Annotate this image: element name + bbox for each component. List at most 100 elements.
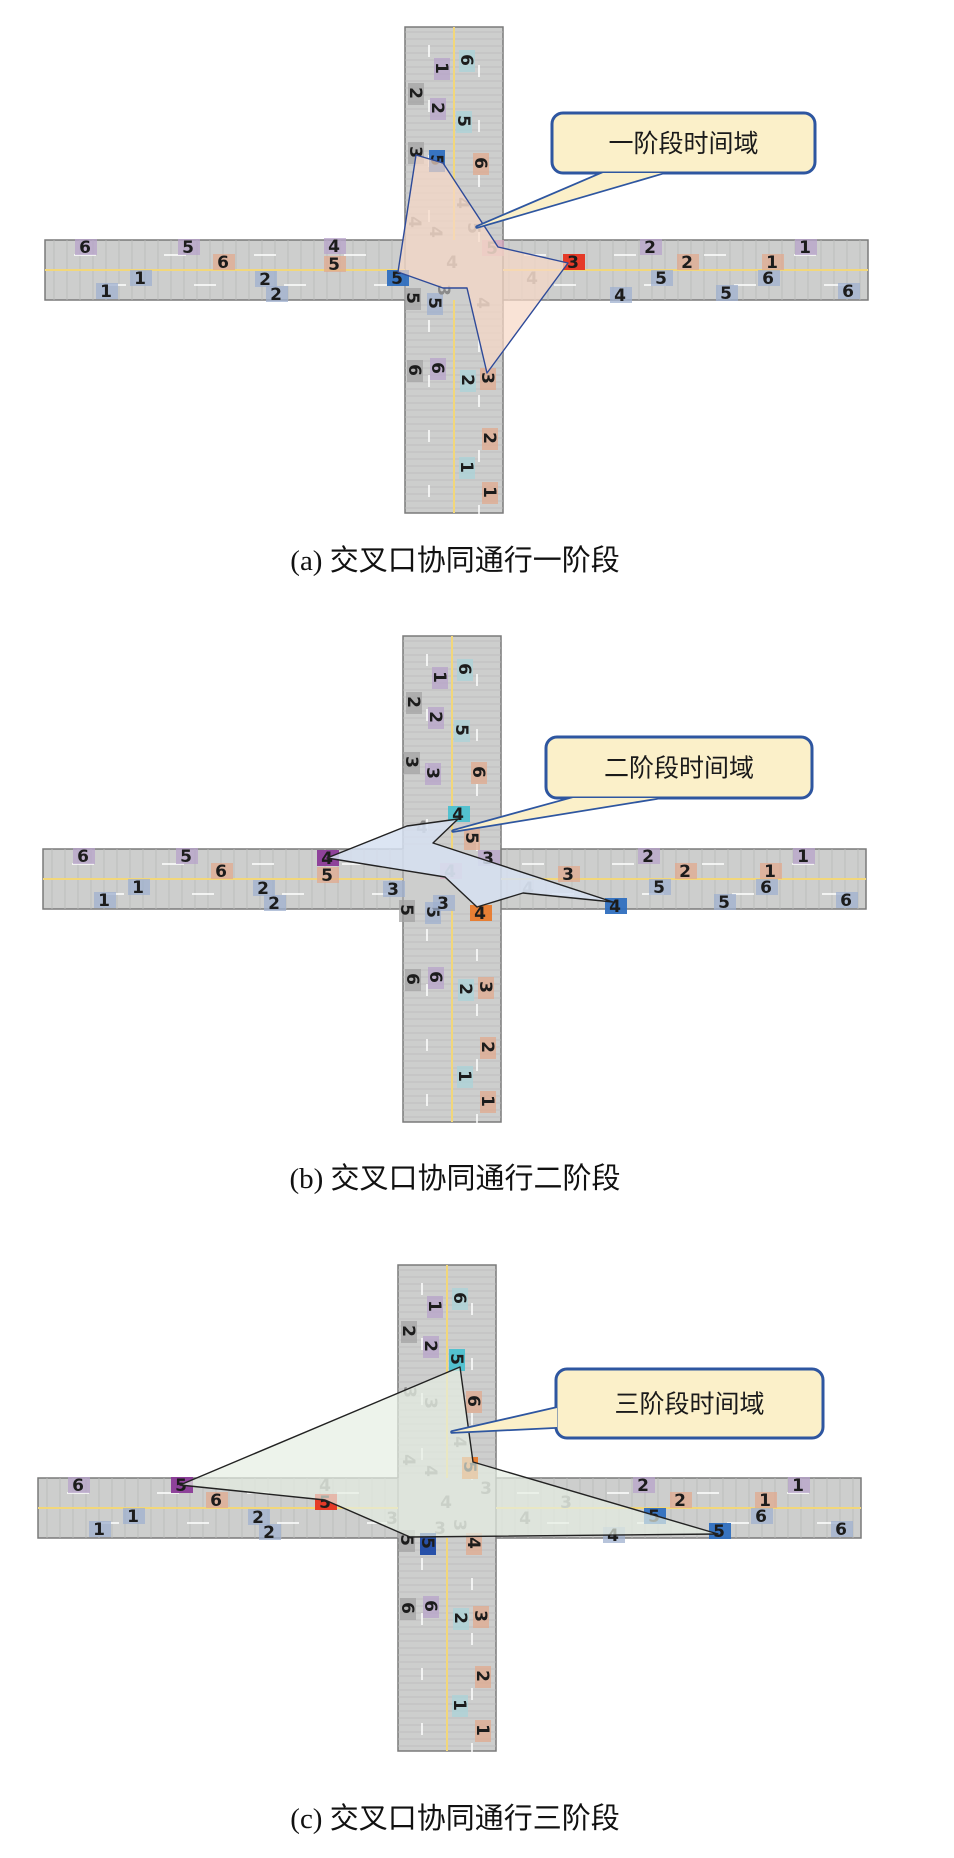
vehicle-number: 1	[766, 253, 778, 273]
vehicle: 1	[449, 1695, 469, 1717]
vehicle: 1	[431, 58, 451, 80]
vehicle: 6	[402, 969, 422, 991]
vehicle-marker	[482, 482, 498, 504]
vehicle: 5	[178, 238, 200, 258]
vehicle: 2	[670, 1491, 692, 1511]
vehicle-marker	[677, 254, 699, 270]
vehicle-marker	[383, 881, 405, 897]
vehicle-number: 2	[263, 1523, 275, 1543]
vehicle-marker	[68, 1477, 90, 1493]
vehicle-number: 2	[270, 285, 282, 305]
vehicle-number: 1	[127, 1507, 139, 1527]
vehicle-marker	[453, 1608, 469, 1630]
vehicle-number: 3	[422, 767, 442, 779]
vehicle: 5	[446, 1349, 466, 1371]
vehicle-number: 1	[424, 1300, 444, 1312]
vehicle-marker	[324, 238, 346, 254]
vehicle-number: 5	[175, 1476, 187, 1496]
intersection-panel: 6561122221156566122566623211334445343445…	[37, 1264, 862, 1755]
vehicle-marker	[563, 254, 585, 270]
vehicle-marker	[633, 1477, 655, 1493]
vehicle: 2	[403, 692, 423, 714]
vehicle: 4	[324, 237, 346, 257]
vehicle: 3	[433, 284, 453, 296]
vehicle-number: 1	[98, 891, 110, 911]
vehicle-marker	[430, 98, 446, 120]
vehicle-marker	[709, 1523, 731, 1539]
vehicle: 6	[836, 891, 858, 911]
vehicle-marker	[473, 1606, 489, 1628]
vehicle: 6	[427, 358, 447, 380]
vehicle-marker	[480, 368, 496, 390]
vehicle-number: 6	[463, 1395, 483, 1407]
vehicle-marker	[459, 457, 475, 479]
vehicle-number: 5	[422, 906, 442, 918]
vehicle: 1	[795, 238, 817, 258]
vehicle: 1	[128, 878, 150, 898]
vehicle: 6	[211, 862, 233, 882]
vehicle-number: 1	[799, 238, 811, 258]
vehicle: 6	[468, 762, 488, 784]
vehicle: 6	[73, 847, 95, 867]
vehicle-number: 4	[463, 1537, 483, 1549]
vehicle: 6	[751, 1507, 773, 1527]
vehicle: 2	[427, 98, 447, 120]
vehicle: 5	[317, 866, 339, 886]
vehicle: 2	[398, 1321, 418, 1343]
vehicle-number: 3	[470, 1610, 490, 1622]
vehicle-marker	[89, 1521, 111, 1537]
vehicle-number: 2	[425, 711, 445, 723]
vehicle: 1	[130, 269, 152, 289]
vehicle-number: 2	[681, 253, 693, 273]
vehicle: 1	[755, 1491, 777, 1511]
vehicle: 6	[758, 269, 780, 289]
vehicle: 1	[89, 1520, 111, 1540]
vehicle: 2	[420, 1336, 440, 1358]
vehicle-marker	[638, 848, 660, 864]
vehicle-marker	[423, 1596, 439, 1618]
vehicle-number: 5	[424, 297, 444, 309]
vehicle-number: 5	[402, 292, 422, 304]
vehicle-marker	[253, 880, 275, 896]
vehicle: 2	[638, 847, 660, 867]
vehicle-number: 1	[479, 486, 499, 498]
vehicle: 2	[472, 1666, 492, 1688]
vehicle-number: 5	[417, 1537, 437, 1549]
vehicle: 5	[453, 111, 473, 133]
vehicle-number: 1	[759, 1491, 771, 1511]
vehicle-number: 5	[319, 1493, 331, 1513]
vehicle: 2	[248, 1508, 270, 1528]
vehicle-marker	[96, 283, 118, 299]
vehicle: 4	[610, 286, 632, 306]
vehicle-number: 2	[420, 1340, 440, 1352]
vehicle-marker	[675, 863, 697, 879]
vehicle: 5	[716, 284, 738, 304]
vehicle-marker	[401, 1321, 417, 1343]
vehicle-marker	[206, 1492, 228, 1508]
vehicle-number: 4	[321, 849, 333, 869]
vehicle-marker	[176, 848, 198, 864]
vehicle: 3	[558, 865, 580, 885]
vehicle-marker	[475, 1720, 491, 1742]
vehicle: 1	[479, 482, 499, 504]
vehicle-marker	[714, 894, 736, 910]
time-domain-polygon	[326, 818, 614, 908]
vehicle-marker	[211, 863, 233, 879]
vehicle-marker	[130, 270, 152, 286]
vehicle-marker	[478, 977, 494, 999]
vehicle-number: 3	[477, 372, 497, 384]
vehicle: 2	[405, 83, 425, 105]
vehicle-number: 6	[842, 282, 854, 302]
vehicle-number: 4	[609, 897, 621, 917]
vehicle-number: 1	[472, 1724, 492, 1736]
vehicle-number: 5	[453, 115, 473, 127]
vehicle-marker	[471, 762, 487, 784]
vehicle-number: 5	[182, 238, 194, 258]
vehicle-marker	[831, 1521, 853, 1537]
vehicle-marker	[640, 239, 662, 255]
vehicle: 2	[266, 285, 288, 305]
intersection-panel: 6561122221156566122566623211354535554444…	[44, 26, 869, 517]
vehicle-number: 1	[454, 1070, 474, 1082]
vehicle: 6	[838, 282, 860, 302]
vehicle-number: 2	[679, 862, 691, 882]
